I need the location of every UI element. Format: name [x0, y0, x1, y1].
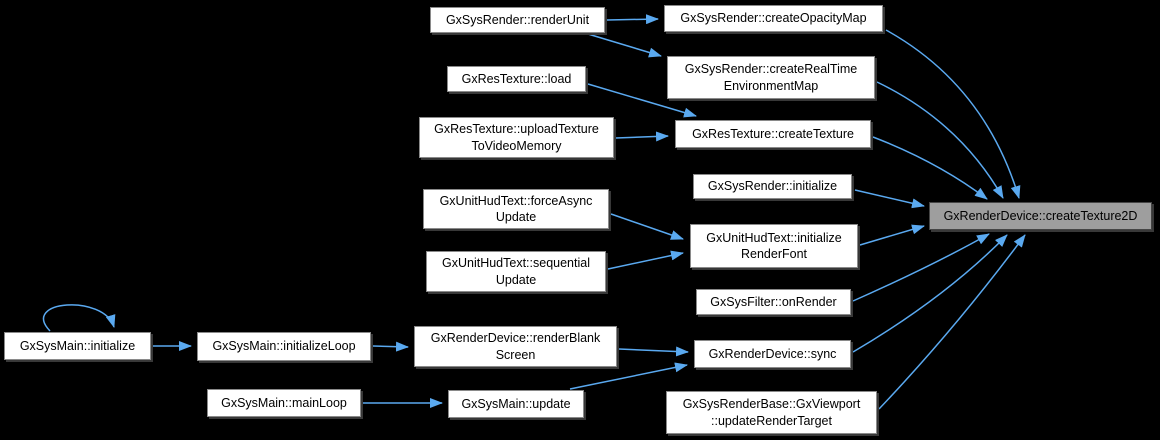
- graph-node-gxsysrender-initialize[interactable]: GxSysRender::initialize: [693, 174, 852, 199]
- graph-node-gxsysrender-createrealtimeenvironmentmap[interactable]: GxSysRender::createRealTime EnvironmentM…: [667, 56, 875, 99]
- graph-node-gxunithudtext-sequentialupdate[interactable]: GxUnitHudText::sequential Update: [426, 251, 606, 292]
- graph-node-gxrestexture-uploadtexturetovideomemory[interactable]: GxResTexture::uploadTexture ToVideoMemor…: [419, 117, 614, 158]
- edge-gxrestexture-createtexture-to-gxrenderdevice-createtexture2d: [872, 136, 988, 200]
- graph-node-gxsysmain-mainloop[interactable]: GxSysMain::mainLoop: [207, 389, 361, 417]
- edge-gxsysrender-renderunit-to-gxsysrender-createopacitymap: [606, 14, 659, 25]
- edge-gxsysmain-update-to-gxrenderdevice-sync: [569, 362, 688, 390]
- graph-node-gxrenderdevice-renderblankscreen[interactable]: GxRenderDevice::renderBlank Screen: [414, 326, 617, 367]
- edge-gxrenderdevice-sync-to-gxrenderdevice-createtexture2d: [852, 234, 1008, 353]
- edge-gxsysrenderbase-gxviewport-updaterendertarget-to-gxrenderdevice-createtexture2d: [878, 234, 1026, 410]
- edge-gxunithudtext-forceasyncupdate-to-gxunithudtext-initializerenderfont: [610, 213, 684, 240]
- edge-gxsysrender-initialize-to-gxrenderdevice-createtexture2d: [854, 189, 925, 209]
- graph-node-gxunithudtext-initializerenderfont[interactable]: GxUnitHudText::initialize RenderFont: [690, 224, 858, 268]
- edge-gxunithudtext-initializerenderfont-to-gxrenderdevice-createtexture2d: [859, 224, 925, 246]
- graph-node-gxsysmain-initialize[interactable]: GxSysMain::initialize: [4, 332, 151, 360]
- edge-gxsysmain-initializeloop-to-gxrenderdevice-renderblankscreen: [372, 341, 409, 352]
- edge-gxrenderdevice-renderblankscreen-to-gxrenderdevice-sync: [618, 346, 689, 357]
- edge-gxsysfilter-onrender-to-gxrenderdevice-createtexture2d: [852, 233, 990, 302]
- graph-node-gxsysmain-update[interactable]: GxSysMain::update: [448, 390, 584, 418]
- graph-node-gxrestexture-load[interactable]: GxResTexture::load: [447, 66, 586, 92]
- graph-node-gxsysrender-renderunit[interactable]: GxSysRender::renderUnit: [430, 7, 605, 33]
- edge-gxrestexture-uploadtexturetovideomemory-to-gxrestexture-createtexture: [615, 131, 669, 142]
- edge-gxsysmain-initialize-to-gxsysmain-initialize: [42, 304, 116, 332]
- graph-node-gxrenderdevice-sync[interactable]: GxRenderDevice::sync: [694, 340, 851, 368]
- graph-node-gxsysrender-createopacitymap[interactable]: GxSysRender::createOpacityMap: [664, 5, 883, 32]
- edge-gxsysrender-createopacitymap-to-gxrenderdevice-createtexture2d: [885, 29, 1021, 199]
- edge-gxsysrender-renderunit-to-gxsysrender-createrealtimeenvironmentmap: [587, 33, 662, 58]
- graph-node-gxsysmain-initializeloop[interactable]: GxSysMain::initializeLoop: [197, 332, 371, 361]
- edge-gxunithudtext-sequentialupdate-to-gxunithudtext-initializerenderfont: [607, 250, 684, 270]
- graph-node-current-gxrenderdevice-createtexture2d: GxRenderDevice::createTexture2D: [929, 202, 1152, 230]
- graph-node-gxunithudtext-forceasyncupdate[interactable]: GxUnitHudText::forceAsync Update: [423, 189, 609, 229]
- edge-gxsysrender-createrealtimeenvironmentmap-to-gxrenderdevice-createtexture2d: [876, 81, 1004, 199]
- edge-gxrestexture-load-to-gxrestexture-createtexture: [587, 83, 697, 118]
- graph-node-gxsysfilter-onrender[interactable]: GxSysFilter::onRender: [696, 289, 851, 315]
- graph-node-gxrestexture-createtexture[interactable]: GxResTexture::createTexture: [675, 120, 871, 148]
- graph-node-gxsysrenderbase-gxviewport-updaterendertarget[interactable]: GxSysRenderBase::GxViewport ::updateRend…: [666, 391, 877, 434]
